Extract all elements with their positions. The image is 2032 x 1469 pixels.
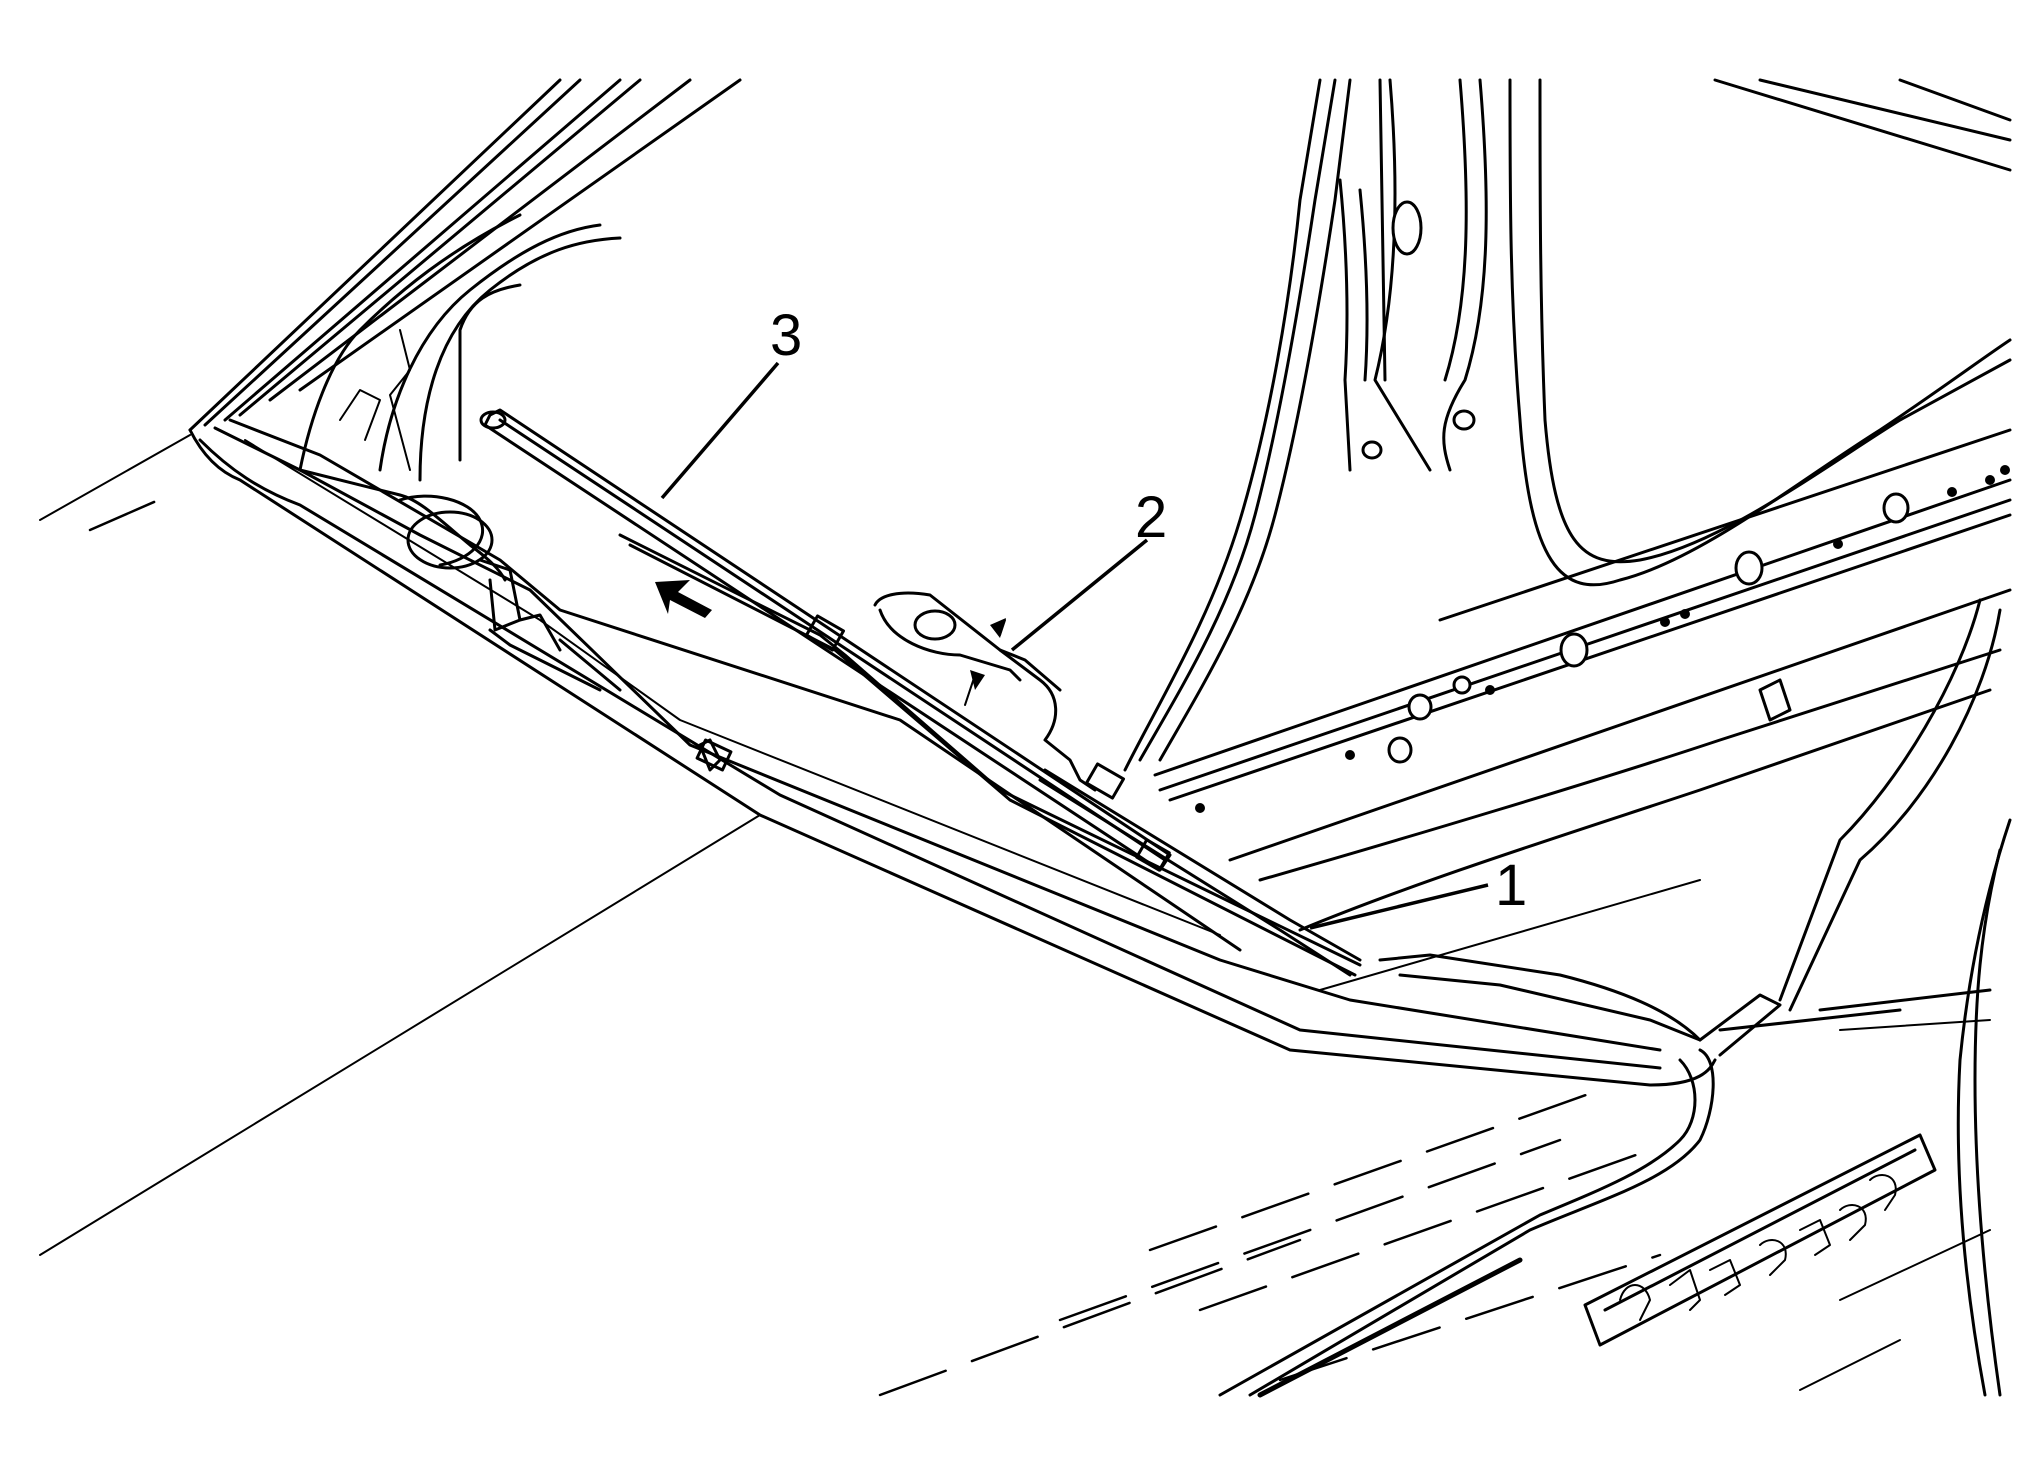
hood-surface-lines <box>39 434 1991 1397</box>
callout-1: 1 <box>1495 853 1527 918</box>
callout-leaders <box>660 361 1489 930</box>
callout-2: 2 <box>1135 485 1167 550</box>
body-structure-right <box>1123 78 2012 1012</box>
wiper-transmission <box>298 468 733 772</box>
cowl-panel <box>188 418 1782 1398</box>
windshield-frame-left <box>188 78 742 482</box>
callout-3: 3 <box>770 303 802 368</box>
wiper-arm-cap <box>873 591 1097 792</box>
vin-plate <box>1583 1133 1937 1347</box>
direction-arrow <box>655 580 712 618</box>
fender-right <box>1718 818 2012 1397</box>
wiper-arm <box>479 408 1362 977</box>
